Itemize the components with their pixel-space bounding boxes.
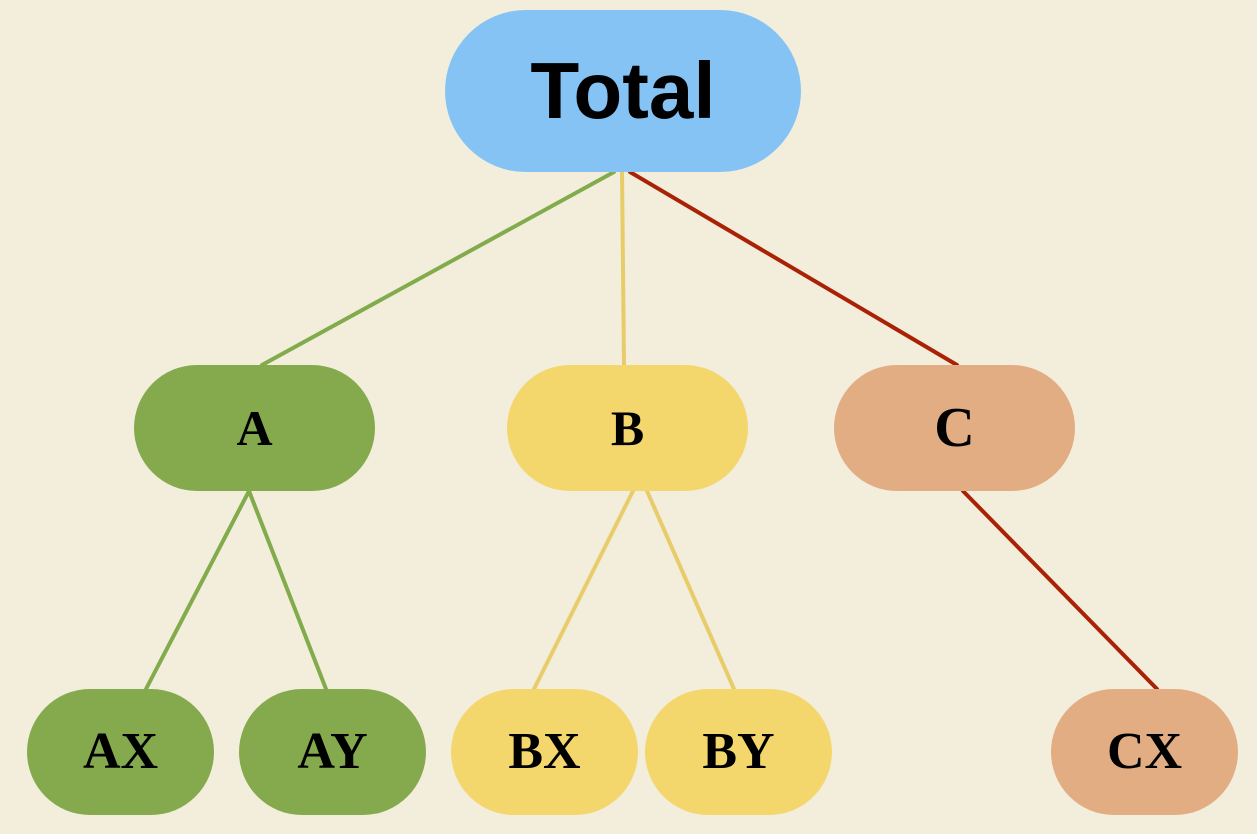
node-by: BY <box>645 689 832 815</box>
node-a: A <box>134 365 375 491</box>
node-total-label: Total <box>530 46 716 135</box>
node-by-label: BY <box>702 723 775 780</box>
node-cx: CX <box>1051 689 1238 815</box>
node-total: Total <box>445 10 801 172</box>
node-bx-label: BX <box>508 723 581 780</box>
node-cx-label: CX <box>1106 723 1183 780</box>
node-ax: AX <box>27 689 214 815</box>
edge-total-c <box>628 170 959 367</box>
node-ax-label: AX <box>82 723 159 780</box>
node-b: B <box>507 365 748 491</box>
node-ay: AY <box>239 689 426 815</box>
node-a-label: A <box>236 400 273 456</box>
edge-a-ay <box>247 489 328 691</box>
node-c: C <box>834 365 1075 491</box>
node-b-label: B <box>610 400 645 456</box>
edge-total-b <box>620 170 626 367</box>
edge-a-ax <box>144 489 251 691</box>
edge-c-cx <box>961 489 1159 691</box>
edge-b-bx <box>532 489 635 691</box>
node-ay-label: AY <box>297 723 368 780</box>
node-bx: BX <box>451 689 638 815</box>
edge-total-a <box>260 170 616 367</box>
edge-b-by <box>645 489 736 691</box>
node-c-label: C <box>934 397 975 459</box>
